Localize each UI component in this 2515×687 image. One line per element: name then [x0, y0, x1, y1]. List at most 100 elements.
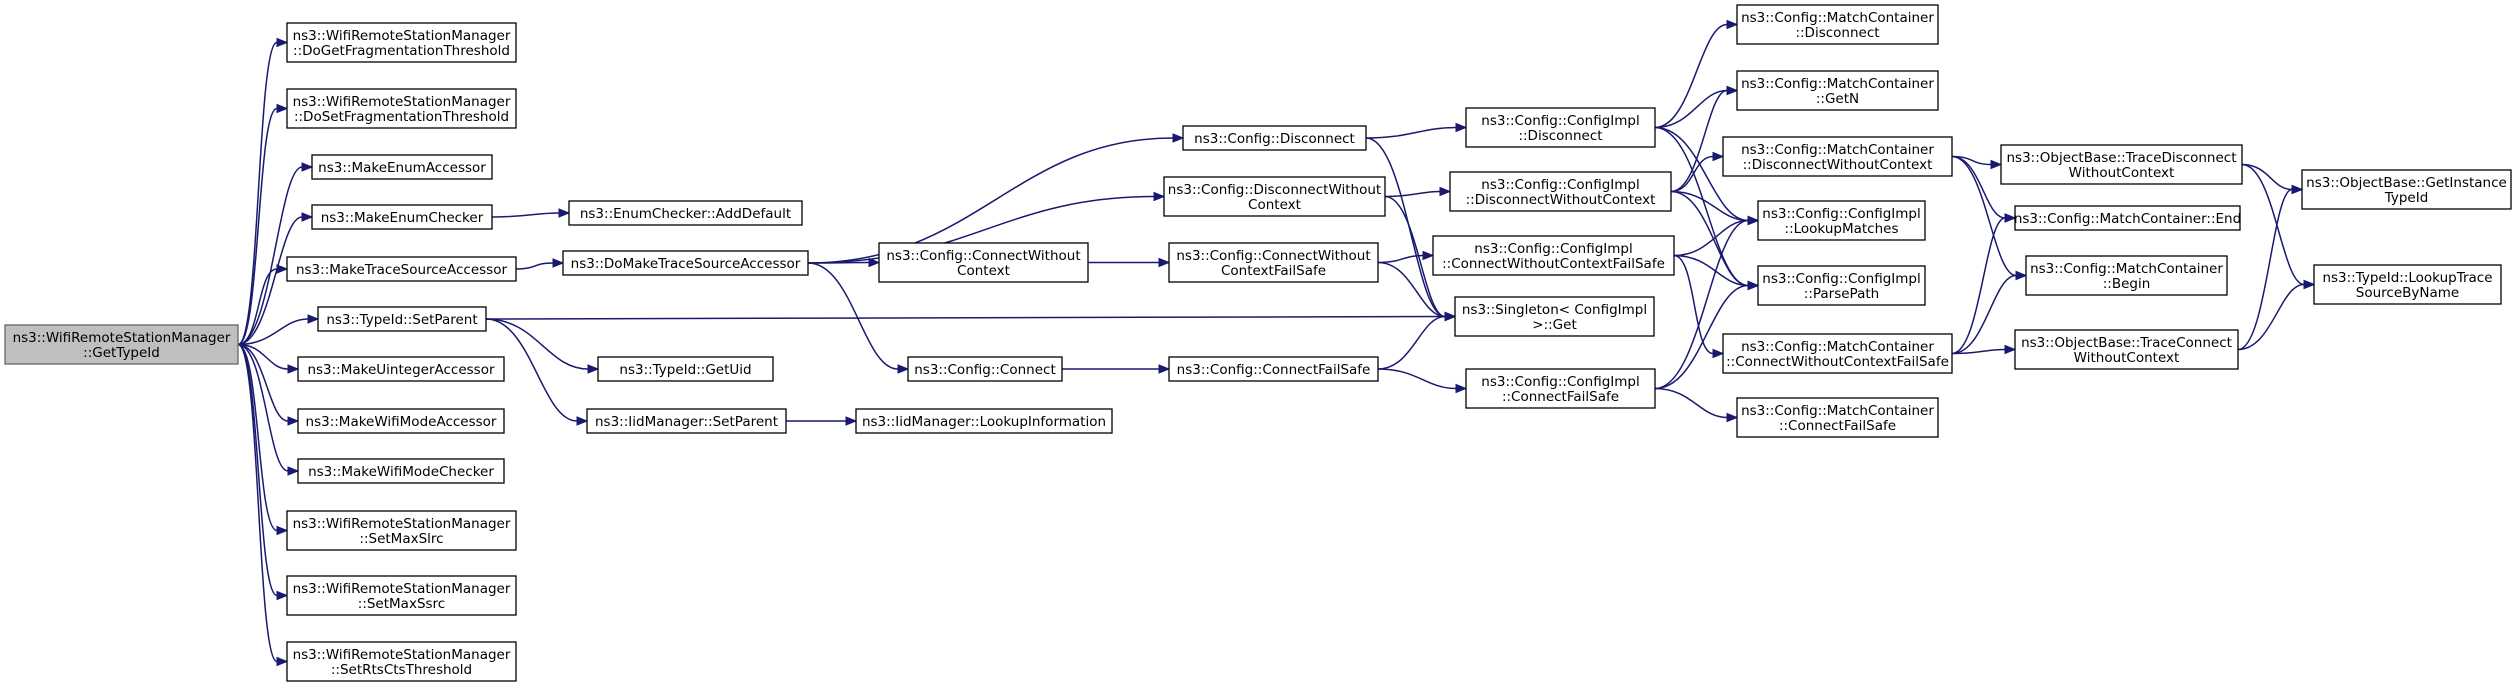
node-box [311, 204, 493, 230]
edge-arrowhead [287, 416, 300, 426]
node-label: ::Disconnect [1518, 128, 1602, 144]
node-box [1736, 397, 1939, 438]
node-mcConnectWCFS[interactable]: ns3::Config::MatchContainer::ConnectWith… [1722, 333, 1953, 374]
edge-iidSetParent-to-iidLookupInfo [785, 416, 858, 426]
edge-line [1673, 219, 1749, 257]
edge-arrowhead [2004, 344, 2017, 355]
edge-mcConnectWCFS-to-mcEnd [1951, 213, 2017, 355]
node-setMaxSlrc[interactable]: ns3::WifiRemoteStationManager::SetMaxSlr… [286, 510, 517, 551]
node-label: SourceByName [2356, 285, 2459, 301]
node-implDisconnectWC[interactable]: ns3::Config::ConfigImpl::DisconnectWitho… [1449, 171, 1672, 212]
edge-line [807, 261, 870, 264]
edge-line [237, 343, 278, 663]
node-label: ns3::Config::ConnectWithout [1176, 248, 1370, 264]
node-box [878, 242, 1089, 283]
edge-line [2241, 163, 2305, 286]
node-mcDisconnect[interactable]: ns3::Config::MatchContainer::Disconnect [1736, 4, 1939, 45]
node-cfgDisconnectWC[interactable]: ns3::Config::DisconnectWithoutContext [1163, 176, 1386, 217]
node-label: ns3::Config::Disconnect [1194, 131, 1355, 147]
node-mcEnd[interactable]: ns3::Config::MatchContainer::End [2014, 205, 2241, 231]
node-label: ns3::TypeId::GetUid [619, 362, 751, 378]
node-box [1163, 176, 1386, 217]
edge-root-to-doSetFrag [237, 103, 289, 346]
node-cfgConnectWC[interactable]: ns3::Config::ConnectWithoutContext [878, 242, 1089, 283]
node-enumAddDefault[interactable]: ns3::EnumChecker::AddDefault [568, 200, 803, 226]
node-mcDisconnectWC[interactable]: ns3::Config::MatchContainer::DisconnectW… [1722, 136, 1953, 177]
node-label: ::DisconnectWithoutContext [1743, 157, 1933, 173]
node-makeEnumAccessor[interactable]: ns3::MakeEnumAccessor [311, 154, 493, 180]
node-iidSetParent[interactable]: ns3::IidManager::SetParent [586, 408, 787, 434]
edge-doMakeTSA-to-cfgDisconnect [807, 133, 1185, 264]
node-setMaxSsrc[interactable]: ns3::WifiRemoteStationManager::SetMaxSsr… [286, 575, 517, 616]
node-makeUintegerAccessor[interactable]: ns3::MakeUintegerAccessor [297, 356, 505, 382]
node-getUid[interactable]: ns3::TypeId::GetUid [597, 356, 774, 382]
node-obTraceDisconnectWC[interactable]: ns3::ObjectBase::TraceDisconnectWithoutC… [2000, 144, 2243, 185]
node-cfgConnectFS[interactable]: ns3::Config::ConnectFailSafe [1168, 356, 1379, 382]
node-doSetFrag[interactable]: ns3::WifiRemoteStationManager::DoSetFrag… [286, 88, 517, 129]
edge-arrowhead [276, 656, 289, 667]
node-singletonGet[interactable]: ns3::Singleton< ConfigImpl >::Get [1454, 296, 1655, 337]
node-cfgConnectWCFS[interactable]: ns3::Config::ConnectWithoutContextFailSa… [1168, 242, 1379, 283]
node-label: ns3::ObjectBase::GetInstance [2306, 175, 2507, 191]
edge-root-to-makeEnumAccessor [237, 162, 314, 346]
node-implDisconnect[interactable]: ns3::Config::ConfigImpl::Disconnect [1465, 107, 1656, 148]
node-box [586, 408, 787, 434]
edge-arrowhead [576, 416, 589, 426]
edge-root-to-typeIdSetParent [237, 314, 320, 346]
call-graph-edges [237, 19, 2316, 667]
node-label: ns3::ObjectBase::TraceDisconnect [2006, 150, 2236, 166]
edge-arrowhead [276, 590, 289, 601]
edge-line [237, 107, 278, 346]
edge-line [237, 343, 289, 472]
node-mcGetN[interactable]: ns3::Config::MatchContainer::GetN [1736, 70, 1939, 111]
node-label: ::ConnectFailSafe [1779, 418, 1896, 434]
edge-arrowhead [1444, 311, 1457, 322]
node-implConnectWCFS[interactable]: ns3::Config::ConfigImpl::ConnectWithoutC… [1432, 235, 1675, 276]
edge-mcConnectWCFS-to-mcBegin [1951, 270, 2028, 355]
edge-root-to-makeUintegerAccessor [237, 343, 300, 374]
node-obTraceConnectWC[interactable]: ns3::ObjectBase::TraceConnectWithoutCont… [2014, 329, 2239, 370]
node-label: ns3::TypeId::LookupTrace [2322, 270, 2492, 286]
node-makeWifiModeChecker[interactable]: ns3::MakeWifiModeChecker [297, 458, 505, 484]
node-cfgConnect[interactable]: ns3::Config::Connect [907, 356, 1063, 382]
node-implLookupMatches[interactable]: ns3::Config::ConfigImpl::LookupMatches [1757, 200, 1926, 241]
node-box [297, 458, 505, 484]
edge-line [237, 166, 303, 346]
node-label: ::ConnectFailSafe [1502, 389, 1619, 405]
edge-arrowhead [1158, 257, 1171, 268]
node-mcBegin[interactable]: ns3::Config::MatchContainer::Begin [2025, 255, 2228, 296]
node-label: ns3::WifiRemoteStationManager [293, 94, 511, 110]
edge-arrowhead [301, 212, 314, 222]
edge-line [237, 343, 278, 597]
edge-line [237, 343, 289, 370]
node-implParsePath[interactable]: ns3::Config::ConfigImpl::ParsePath [1757, 265, 1926, 306]
node-implConnectFS[interactable]: ns3::Config::ConfigImpl::ConnectFailSafe [1465, 368, 1656, 409]
node-label: TypeId [2384, 190, 2429, 206]
node-doMakeTSA[interactable]: ns3::DoMakeTraceSourceAccessor [562, 250, 809, 276]
edge-root-to-makeEnumChecker [237, 212, 314, 346]
node-label: ::Begin [2103, 276, 2151, 292]
node-doGetFrag[interactable]: ns3::WifiRemoteStationManager::DoGetFrag… [286, 22, 517, 63]
node-label: ns3::Config::ConfigImpl [1474, 241, 1632, 257]
node-box [286, 256, 517, 282]
edge-line [2237, 283, 2305, 351]
node-setRtsCts[interactable]: ns3::WifiRemoteStationManager::SetRtsCts… [286, 641, 517, 682]
edge-arrowhead [287, 466, 300, 476]
node-typeIdSetParent[interactable]: ns3::TypeId::SetParent [317, 306, 487, 332]
edge-arrowhead [1153, 191, 1166, 202]
edge-line [807, 195, 1155, 264]
node-cfgDisconnect[interactable]: ns3::Config::Disconnect [1182, 125, 1367, 151]
node-label: ns3::MakeTraceSourceAccessor [296, 262, 507, 278]
edge-implDisconnectWC-to-mcGetN [1670, 85, 1739, 193]
node-makeEnumChecker[interactable]: ns3::MakeEnumChecker [311, 204, 493, 230]
node-makeTraceSourceAccessor[interactable]: ns3::MakeTraceSourceAccessor [286, 256, 517, 282]
edge-root-to-doGetFrag [237, 37, 289, 346]
node-iidLookupInfo[interactable]: ns3::IidManager::LookupInformation [855, 408, 1113, 434]
node-root[interactable]: ns3::WifiRemoteStationManager::GetTypeId [4, 324, 239, 365]
node-mcConnectFS[interactable]: ns3::Config::MatchContainer::ConnectFail… [1736, 397, 1939, 438]
node-makeWifiModeAccessor[interactable]: ns3::MakeWifiModeAccessor [297, 408, 505, 434]
node-label: ns3::MakeWifiModeChecker [308, 464, 494, 480]
edge-arrowhead [897, 364, 910, 374]
